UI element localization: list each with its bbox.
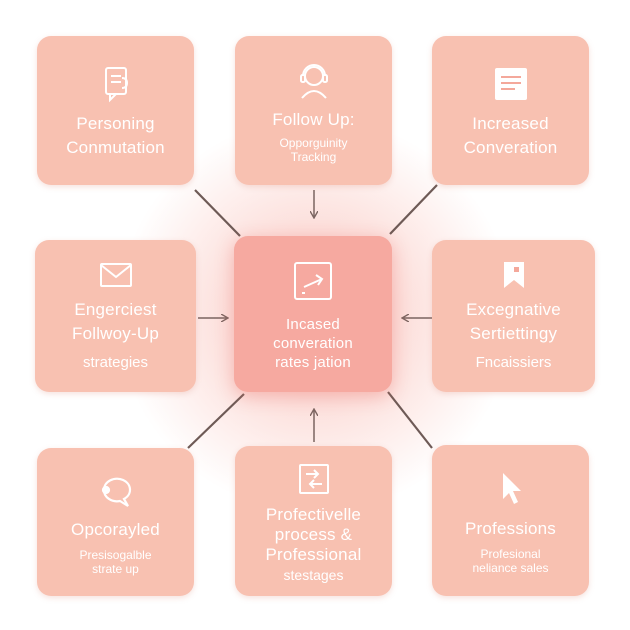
clipboard-icon (94, 62, 138, 106)
node-center: Incased converation rates jation (234, 236, 392, 392)
node-top-center: Follow Up: Opporguinity Tracking (235, 36, 392, 185)
node-sublabel-line: neliance sales (472, 560, 549, 575)
node-sublabel-line: Profesional (480, 546, 541, 561)
chat-bubble-icon (94, 468, 138, 512)
node-middle-left: Engerciest Follwoy-Up strategies (35, 240, 196, 392)
cursor-icon (489, 467, 533, 511)
node-label-line: Conmutation (66, 137, 165, 157)
node-label-line: Professions (464, 518, 557, 538)
node-bottom-right: Professions Profesional neliance sales (432, 445, 589, 596)
node-label-line: Increased (472, 113, 549, 133)
node-sublabel-line: Presisogalble (79, 548, 152, 562)
connector-top-left (194, 189, 241, 237)
connector-bottom-right (387, 391, 433, 449)
node-sublabel-line: strategies (82, 354, 149, 371)
node-top-right: Increased Converation (432, 36, 589, 185)
node-middle-right: Excegnative Sertiettingy Fncaissiers (432, 240, 595, 392)
user-headset-icon (292, 58, 336, 102)
node-label-line: Engerciest (74, 300, 157, 319)
node-top-left: Personing Conmutation (37, 36, 194, 185)
center-label-line: rates jation (275, 353, 351, 371)
node-label-line: Follwoy-Up (71, 324, 160, 343)
node-label-line: Sertiettingy (469, 324, 558, 343)
center-label-line: converation (273, 334, 353, 352)
node-sublabel-line: strate up (92, 562, 139, 576)
connector-top-right (389, 184, 438, 235)
node-label-line: Opcorayled (71, 520, 160, 539)
node-label-line: process & (274, 525, 353, 544)
document-icon (489, 62, 533, 106)
node-label-line: Professional (265, 545, 362, 564)
expand-arrow-icon (289, 257, 337, 305)
bookmark-icon (492, 258, 536, 292)
center-label-line: Incased (286, 315, 340, 333)
node-bottom-center: Profectivelle process & Professional ste… (235, 446, 392, 596)
envelope-icon (94, 258, 138, 292)
node-bottom-left: Opcorayled Presisogalble strate up (37, 448, 194, 596)
connector-bottom-left (187, 393, 245, 449)
node-sublabel-line: Opporguinity (279, 135, 348, 150)
node-sublabel-line: stestages (283, 567, 344, 583)
node-label-line: Excegnative (466, 300, 561, 319)
transfer-icon (292, 457, 336, 501)
node-label-line: Personing (76, 113, 155, 133)
node-label-line: Profectivelle (265, 505, 362, 524)
node-sublabel-line: Tracking (290, 149, 337, 164)
node-label-line: Follow Up: (272, 109, 355, 129)
node-label-line: Converation (463, 137, 558, 157)
node-sublabel-line: Fncaissiers (475, 354, 552, 371)
